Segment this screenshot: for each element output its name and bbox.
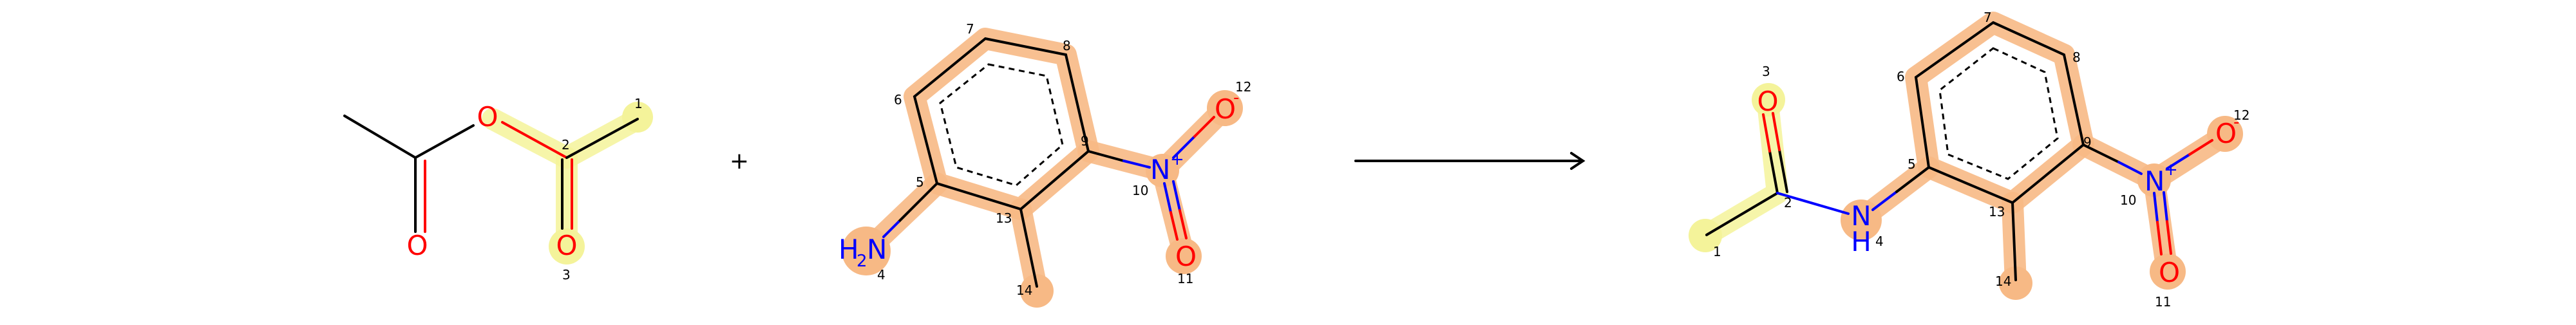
atom-index-8: 8: [1063, 38, 1071, 53]
nitro-n-label: N: [1150, 154, 1170, 185]
product-amide-nh-label: N H: [1851, 200, 1871, 257]
atom-index-7: 7: [966, 21, 974, 37]
amine-h-subscript: 2: [857, 252, 867, 271]
atom-index-6: 6: [894, 92, 902, 107]
atom-index-10: 10: [1132, 183, 1148, 198]
product-atom-index-12: 12: [2233, 107, 2249, 123]
amine-n-label: N: [867, 234, 887, 265]
product-nitro-n-label: N: [2145, 165, 2164, 197]
nitro-o-label: O: [1175, 241, 1197, 272]
product-atom-index-3: 3: [1762, 64, 1770, 79]
product-atom-index-2: 2: [1784, 195, 1792, 210]
product-acetamide: O N H N + O O - 1 2 3 4 5 6 7 8 9 10 11 …: [1689, 10, 2249, 310]
amine-group-label: H 2 N: [838, 234, 887, 271]
reactant-nitroaniline: H 2 N N + O O - 4 5 6 7 8 9 10 11 12 13 …: [838, 21, 1251, 308]
nitro-o-charge: -: [1233, 88, 1239, 107]
bridge-oxygen-label: O: [477, 101, 498, 133]
product-atom-index-8: 8: [2072, 50, 2081, 65]
product-nitro-n-charge: +: [2164, 160, 2178, 180]
atom-index-4: 4: [877, 267, 886, 283]
product-atom-index-4: 4: [1875, 234, 1884, 249]
product-atom-index-10: 10: [2120, 192, 2136, 208]
reactant-acetic-anhydride: O O O 1 2 3: [343, 96, 653, 283]
product-atom-index-11: 11: [2155, 294, 2171, 310]
nitro-o-minus-label: O: [1215, 93, 1236, 125]
product-atom-index-5: 5: [1908, 156, 1916, 172]
plus-sign: +: [730, 148, 749, 174]
oxygen-3-label: O: [556, 230, 577, 261]
product-carbonyl-o-label: O: [1757, 86, 1778, 117]
carbonyl-oxygen-label: O: [406, 230, 428, 261]
product-nitro-o-minus-label: O: [2215, 118, 2237, 149]
product-atom-index-1: 1: [1713, 244, 1721, 259]
atom-index-5: 5: [916, 174, 924, 190]
product-atom-index-9: 9: [2083, 135, 2092, 150]
atom-index-14: 14: [1016, 283, 1032, 298]
product-nitro-o-charge: -: [2233, 113, 2239, 132]
reaction-arrow: [1354, 152, 1586, 170]
atom-index-9: 9: [1081, 133, 1089, 149]
atom-index-2: 2: [562, 137, 570, 153]
atom-index-13: 13: [996, 210, 1012, 226]
product-highlight-orange: [1841, 12, 2243, 300]
atom-index-12: 12: [1235, 79, 1251, 95]
reactant1-bonds: [343, 115, 639, 233]
product-bonds: [1705, 21, 2213, 281]
product-nitro-o-label: O: [2159, 257, 2180, 288]
product-amide-h-label: H: [1851, 226, 1871, 257]
atom-index-3: 3: [562, 267, 571, 283]
nitro-n-charge: +: [1170, 150, 1184, 169]
product-atom-index-7: 7: [1984, 10, 1992, 25]
atom-index-11: 11: [1177, 271, 1193, 286]
product-atom-index-6: 6: [1897, 69, 1905, 84]
product-atom-index-13: 13: [1989, 204, 2005, 219]
product-atom-index-14: 14: [1995, 274, 2011, 289]
reactant2-bonds: [882, 37, 1215, 288]
product-amide-n-label: N: [1851, 200, 1871, 232]
amine-h-label: H: [838, 234, 859, 265]
atom-index-1: 1: [634, 96, 643, 111]
